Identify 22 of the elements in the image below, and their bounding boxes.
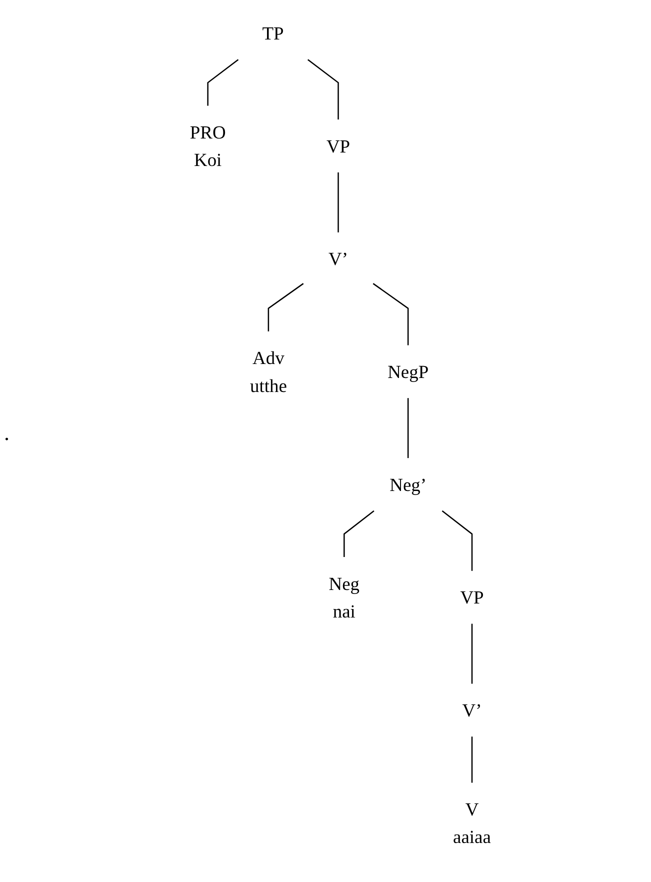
node-text: Neg’ [390, 474, 427, 495]
node-text: V’ [328, 248, 348, 270]
node-text: TP [262, 22, 284, 44]
connector [207, 59, 239, 106]
connector [344, 510, 374, 558]
node-text: V’ [462, 700, 482, 721]
node-text: NegP [388, 361, 429, 382]
connector [372, 283, 409, 346]
connector [442, 510, 473, 571]
connector [408, 398, 409, 458]
node-text: VP [460, 586, 484, 608]
connector [308, 59, 339, 120]
note-text: . [4, 420, 10, 446]
connector [471, 624, 473, 684]
node-text: V aaiaa [453, 798, 492, 848]
node-text: Neg nai [328, 573, 360, 622]
connector [338, 172, 339, 232]
connector [268, 283, 304, 332]
node-text: VP [326, 135, 350, 156]
node-text: Adv utthe [250, 347, 287, 396]
node-text: PRO Koi [190, 122, 226, 170]
connector [471, 736, 473, 783]
